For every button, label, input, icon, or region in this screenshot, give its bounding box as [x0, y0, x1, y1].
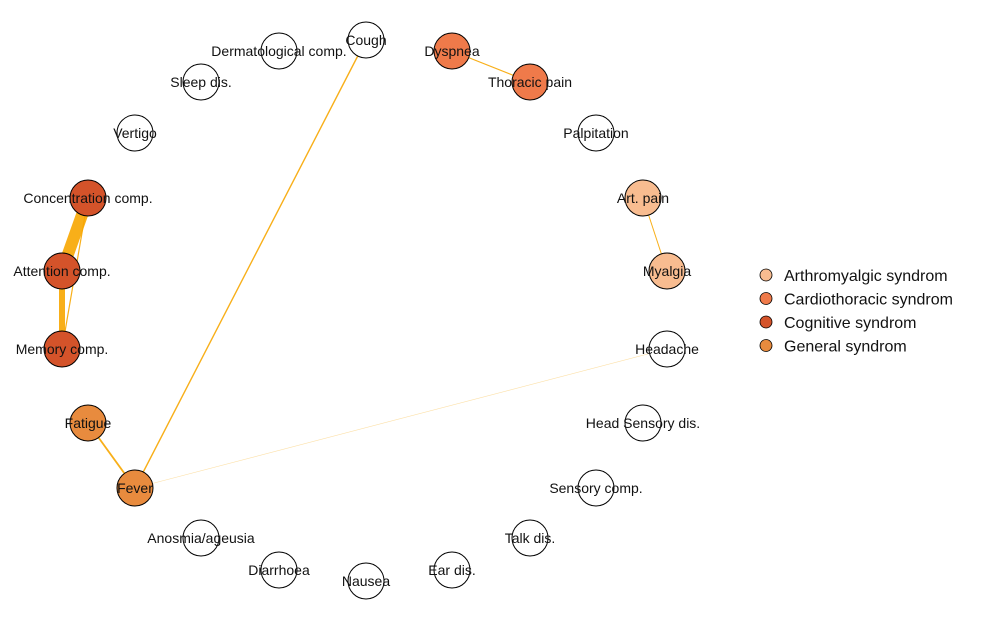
legend-label-arthromyalgic-syndrom: Arthromyalgic syndrom — [784, 268, 948, 285]
node-ear-dis — [433, 551, 471, 589]
node-diarrhoea — [260, 551, 298, 589]
node-label-dyspnea: Dyspnea — [424, 43, 479, 59]
legend-swatch-cognitive-syndrom — [759, 315, 773, 329]
node-thoracic-pain — [511, 63, 549, 101]
node-memory — [43, 330, 81, 368]
node-label-fever: Fever — [117, 480, 153, 496]
node-label-sensory-comp: Sensory comp. — [549, 480, 642, 496]
node-label-nausea: Nausea — [342, 573, 390, 589]
node-sensory-comp — [577, 469, 615, 507]
legend-swatch-arthromyalgic-syndrom — [759, 268, 773, 282]
edge-fever-cough — [134, 39, 367, 489]
node-head-sensory — [624, 404, 662, 442]
node-label-head-sensory: Head Sensory dis. — [586, 415, 700, 431]
node-label-palpitation: Palpitation — [563, 125, 628, 141]
node-label-vertigo: Vertigo — [113, 125, 157, 141]
node-myalgia — [648, 252, 686, 290]
node-label-thoracic-pain: Thoracic pain — [488, 74, 572, 90]
node-label-memory: Memory comp. — [16, 341, 109, 357]
node-fever — [116, 469, 154, 507]
node-label-diarrhoea: Diarrhoea — [248, 562, 310, 578]
node-cough — [347, 21, 385, 59]
node-label-cough: Cough — [345, 32, 386, 48]
node-attention — [43, 252, 81, 290]
node-label-myalgia: Myalgia — [643, 263, 691, 279]
node-dermatological — [260, 32, 298, 70]
legend-label-cognitive-syndrom: Cognitive syndrom — [784, 315, 917, 332]
node-label-attention: Attention comp. — [13, 263, 110, 279]
node-label-ear-dis: Ear dis. — [428, 562, 475, 578]
node-fatigue — [69, 404, 107, 442]
edges-layer — [56, 39, 668, 489]
node-vertigo — [116, 114, 154, 152]
node-label-headache: Headache — [635, 341, 699, 357]
legend-label-cardiothoracic-syndrom: Cardiothoracic syndrom — [784, 292, 953, 309]
node-palpitation — [577, 114, 615, 152]
node-sleep-dis — [182, 63, 220, 101]
node-talk-dis — [511, 519, 549, 557]
node-label-sleep-dis: Sleep dis. — [170, 74, 231, 90]
nodes-layer — [43, 21, 686, 600]
node-art-pain — [624, 179, 662, 217]
node-label-concentration: Concentration comp. — [23, 190, 152, 206]
node-label-art-pain: Art. pain — [617, 190, 669, 206]
node-anosmia — [182, 519, 220, 557]
node-label-talk-dis: Talk dis. — [505, 530, 556, 546]
legend-swatch-general-syndrom — [759, 339, 773, 352]
node-label-dermatological: Dermatological comp. — [211, 43, 346, 59]
node-concentration — [69, 179, 107, 217]
node-label-anosmia: Anosmia/ageusia — [147, 530, 255, 546]
legend-label-general-syndrom: General syndrom — [784, 339, 907, 356]
node-dyspnea — [433, 32, 471, 70]
node-nausea — [347, 562, 385, 600]
node-headache — [648, 330, 686, 368]
legend-swatch-cardiothoracic-syndrom — [759, 292, 773, 305]
edge-fever-headache — [134, 348, 668, 489]
node-label-fatigue: Fatigue — [65, 415, 112, 431]
